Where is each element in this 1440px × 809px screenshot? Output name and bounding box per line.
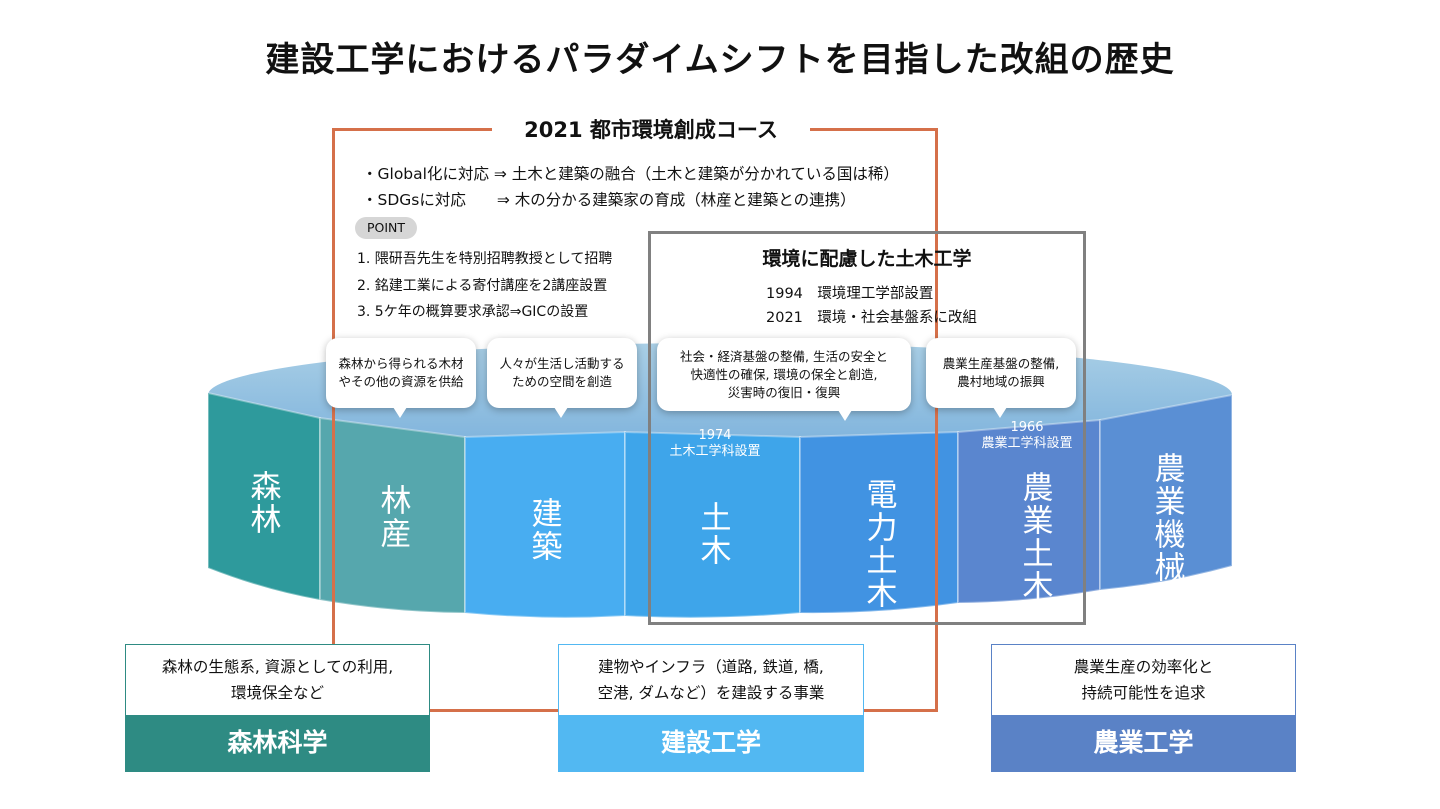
field-kensetsu: 建物やインフラ（道路, 鉄道, 橋, 空港, ダムなど）を建設する事業 建設工学 — [558, 644, 864, 772]
cylinder-segment — [624, 430, 801, 619]
field-nogyo: 農業生産の効率化と 持続可能性を追求 農業工学 — [991, 644, 1296, 772]
cylinder-segment — [319, 416, 466, 615]
segment-label: 林産 — [374, 484, 411, 550]
course-point: 3. 5ケ年の概算要求承認⇒GICの設置 — [357, 304, 589, 320]
course-point: 2. 銘建工業による寄付講座を2講座設置 — [357, 278, 608, 294]
course-point: 1. 隈研吾先生を特別招聘教授として招聘 — [357, 251, 613, 267]
segment-label: 農業土木 — [1016, 471, 1053, 603]
bubble-tail — [393, 407, 407, 418]
bubble-doboku: 社会・経済基盤の整備, 生活の安全と 快適性の確保, 環境の保全と創造, 災害時… — [657, 338, 911, 411]
field-name: 農業工学 — [992, 715, 1295, 771]
bubble-shinrin: 森林から得られる木材 やその他の資源を供給 — [326, 338, 476, 408]
field-desc: 農業生産の効率化と 持続可能性を追求 — [1073, 658, 1214, 702]
segment-label: 土木 — [694, 501, 731, 567]
field-desc: 森林の生態系, 資源としての利用, 環境保全など — [161, 658, 394, 702]
env-item: 2021 環境・社会基盤系に改組 — [766, 310, 977, 326]
point-badge: POINT — [355, 217, 417, 239]
env-item: 1994 環境理工学部設置 — [766, 286, 934, 302]
segment-label: 農業機械 — [1148, 452, 1185, 584]
cylinder-segment — [957, 418, 1101, 605]
page-title: 建設工学におけるパラダイムシフトを目指した改組の歴史 — [265, 40, 1175, 80]
field-name: 森林科学 — [126, 715, 429, 771]
env-title: 環境に配慮した土木工学 — [762, 248, 972, 270]
course-title: 2021 都市環境創成コース — [492, 114, 810, 144]
course-bullet: ・Global化に対応 ⇒ 土木と建築の融合（土木と建築が分かれている国は稀） — [362, 165, 899, 183]
segment-label: 建築 — [525, 497, 562, 563]
field-desc: 建物やインフラ（道路, 鉄道, 橋, 空港, ダムなど）を建設する事業 — [597, 658, 825, 702]
bubble-tail — [838, 410, 852, 421]
cylinder-segment — [207, 391, 321, 602]
bubble-tail — [993, 407, 1007, 418]
bubble-kenchiku: 人々が生活し活動する ための空間を創造 — [487, 338, 637, 408]
course-bullet: ・SDGsに対応 ⇒ 木の分かる建築家の育成（林産と建築との連携） — [362, 191, 856, 209]
cylinder-segment — [1099, 393, 1233, 592]
env-frame — [648, 231, 1086, 625]
segment-label: 森林 — [244, 470, 281, 536]
field-name: 建設工学 — [559, 715, 863, 771]
cylinder-segment — [799, 430, 959, 615]
segment-label: 電力土木 — [860, 478, 897, 610]
year-label-nogyo: 1966 農業工学科設置 — [981, 420, 1073, 451]
bubble-nogyo: 農業生産基盤の整備, 農村地域の振興 — [926, 338, 1076, 408]
year-label-doboku: 1974 土木工学科設置 — [669, 428, 761, 459]
bubble-tail — [554, 407, 568, 418]
cylinder-segment — [464, 430, 626, 619]
field-shinrin: 森林の生態系, 資源としての利用, 環境保全など 森林科学 — [125, 644, 430, 772]
